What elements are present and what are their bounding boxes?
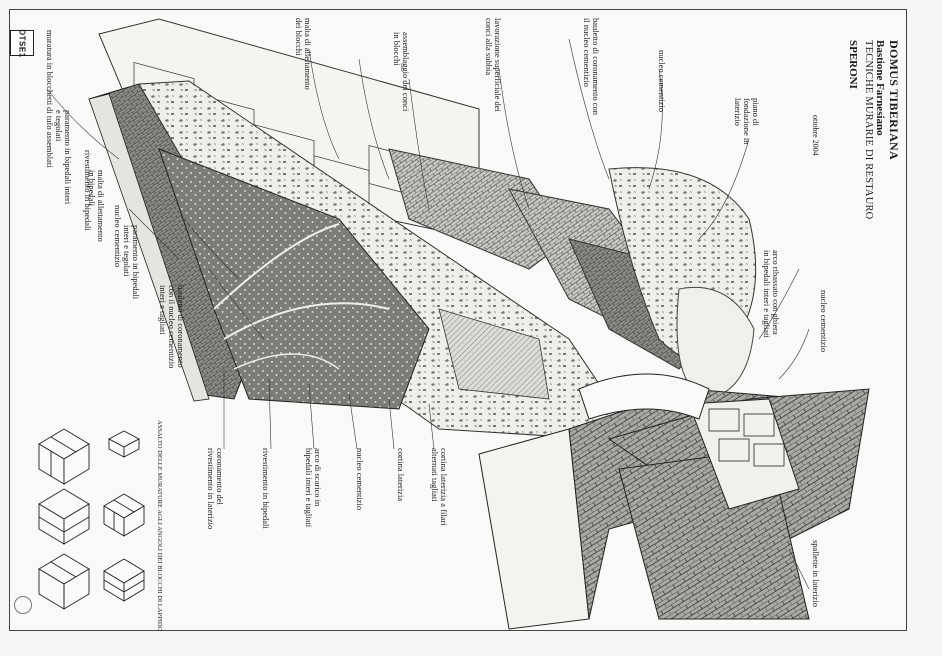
label-bottom-2: rivestimento in bipedali bbox=[261, 448, 271, 529]
label-bottom-1: coronamento del rivestimento in laterizi… bbox=[206, 448, 225, 530]
rock-mass bbox=[608, 167, 757, 400]
label-top-3: assemblaggio dei conci in blocchi bbox=[392, 32, 411, 112]
label-left-6: bauletto di coronamento con il nucleo ce… bbox=[158, 285, 186, 369]
cement-core-vault bbox=[158, 148, 430, 410]
axonometric-drawing bbox=[38, 18, 870, 630]
label-top-6: nucleo cementizio bbox=[657, 50, 667, 113]
title-block: DOMUS TIBERIANA Bastione Farnesiano TECN… bbox=[847, 40, 902, 220]
label-top-7: piano di fondazione in laterizio bbox=[733, 98, 761, 145]
drawing-date: ottobre 2004 bbox=[811, 115, 820, 156]
label-bottom-3: arco di scarico in bipedali interi e tag… bbox=[304, 448, 323, 528]
label-left-3: malta di allettamento in bipedali bbox=[87, 170, 106, 242]
arch-opening bbox=[578, 373, 710, 420]
label-right-1: arco ribassato con ghiera in bipedali in… bbox=[762, 250, 781, 338]
label-bottom-5: cortina laterizia bbox=[396, 448, 406, 502]
sheet-tag: DTSE1 bbox=[10, 29, 34, 57]
legend-caption: ASSALTO DELLE MURATURE AGLI ANGOLI DEI B… bbox=[156, 420, 163, 632]
sheet-stamp bbox=[14, 596, 32, 614]
label-left-5: paramento in bipedali interi e tegolati bbox=[122, 225, 141, 300]
drawing-theme: TECNICHE MURARIE DI RESTAURO bbox=[862, 40, 874, 220]
label-top-1: muratura in blocchetti di tufo assemblat… bbox=[45, 30, 55, 168]
leader-lines bbox=[46, 38, 810, 590]
block-legend bbox=[38, 428, 145, 610]
label-right-2: nucleo cementizio bbox=[819, 290, 829, 353]
drawing-subject: SPERONI bbox=[847, 40, 860, 89]
label-top-2: malta di allettamento dei blocchi bbox=[294, 18, 313, 90]
date-block: ottobre 2004 bbox=[811, 115, 830, 156]
label-left-4: nucleo cementizio bbox=[113, 205, 123, 268]
brick-wall-wings bbox=[478, 388, 870, 630]
label-top-4: lavorazione superficiale dei conci alla … bbox=[484, 18, 503, 112]
label-bottom-4: nucleo cementizio bbox=[355, 448, 365, 511]
project-subtitle: Bastione Farnesiano bbox=[874, 40, 887, 136]
stepped-brick-piers bbox=[388, 148, 710, 400]
label-bottom-right: spallette in laterizio bbox=[811, 540, 821, 608]
label-top-5: bauletto di coronamento con il nucleo ce… bbox=[582, 18, 601, 116]
project-title: DOMUS TIBERIANA bbox=[887, 40, 901, 160]
label-bottom-6: cortina laterizia a filari alternati tag… bbox=[430, 448, 449, 526]
label-left-1: paramento in bipedali interi e tegolati bbox=[54, 110, 73, 205]
